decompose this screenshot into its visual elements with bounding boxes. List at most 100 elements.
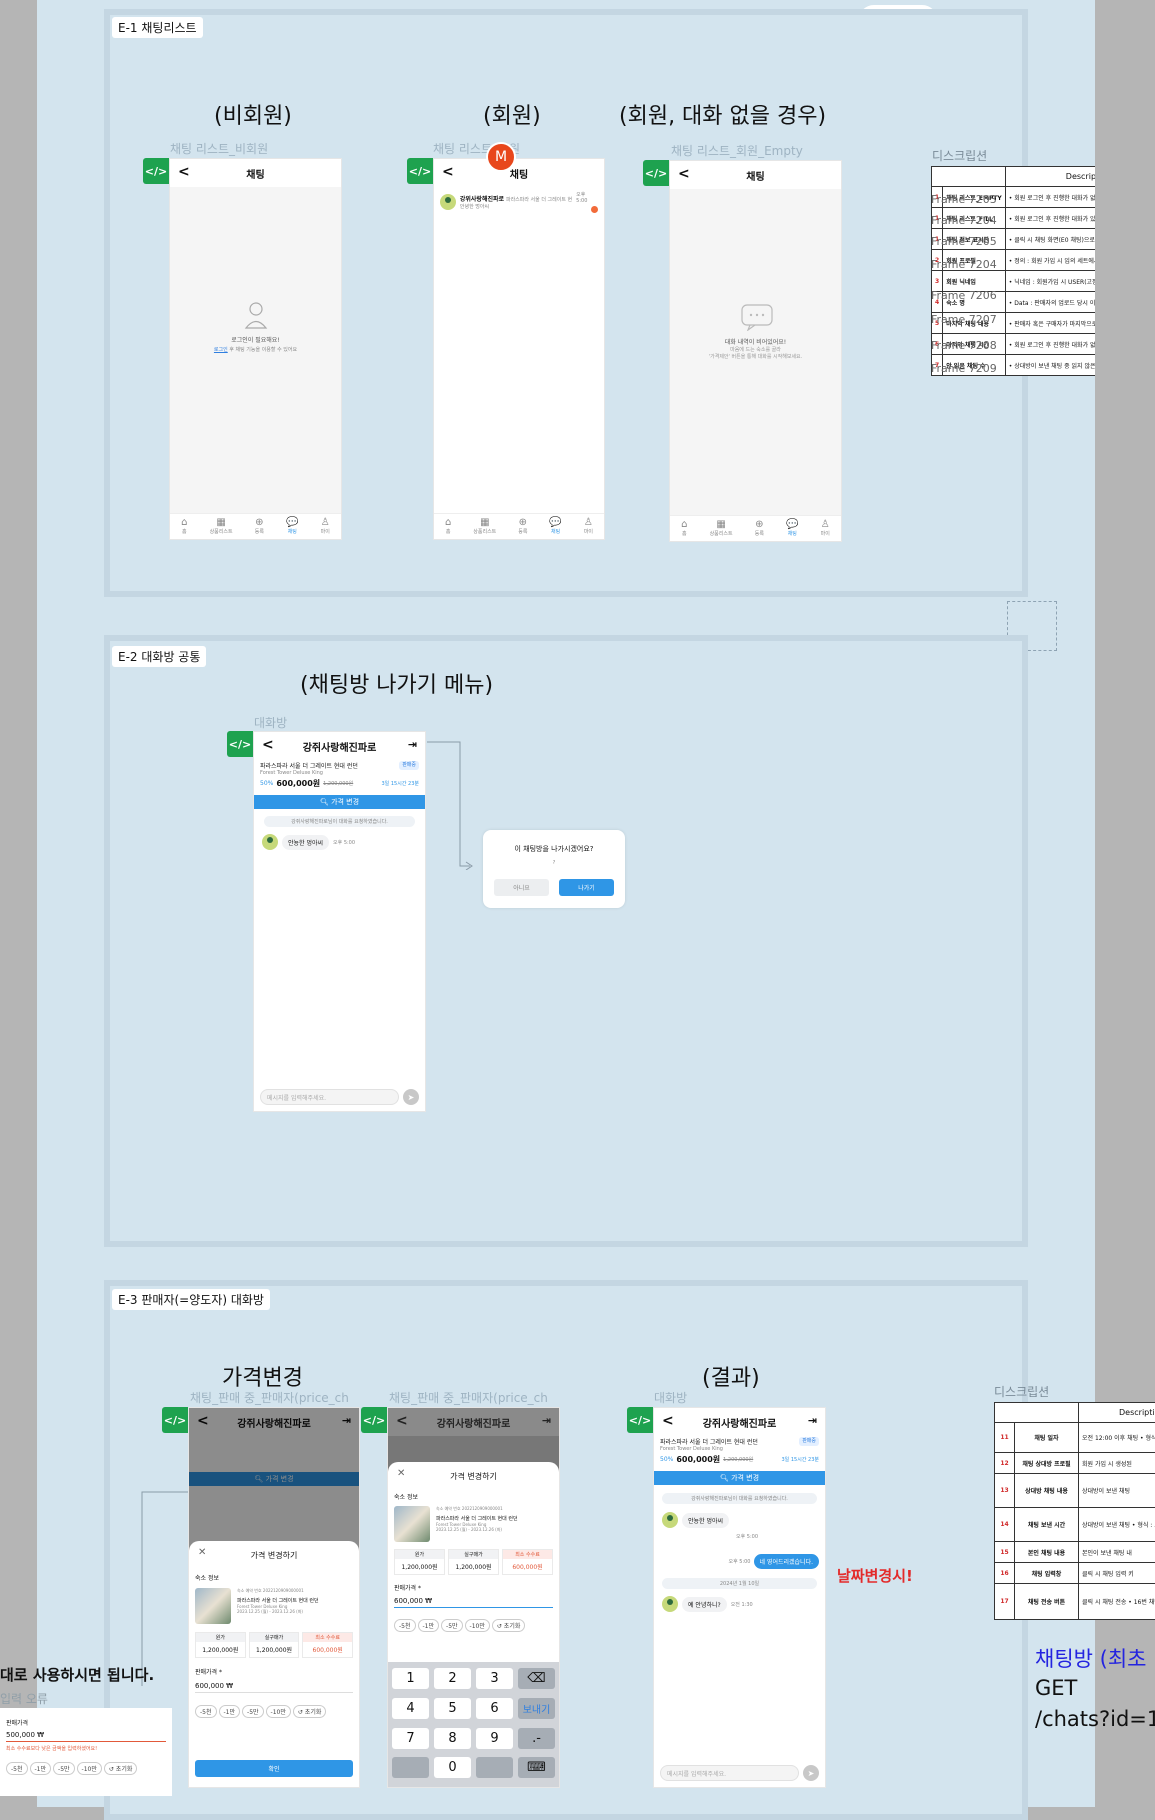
sale-price-input[interactable]: 500,000 ₩ <box>6 1731 166 1742</box>
sale-price-input[interactable]: 600,000 ₩ <box>394 1597 553 1608</box>
exit-icon[interactable]: ⇥ <box>808 1414 817 1427</box>
tab-home[interactable]: ⌂홈 <box>445 518 451 535</box>
tab-my[interactable]: ♙마이 <box>821 520 830 537</box>
desc-title: 디스크립션 <box>994 1383 1049 1400</box>
tab-my[interactable]: ♙마이 <box>321 518 330 535</box>
code-button[interactable]: </> <box>227 731 253 757</box>
tab-chat[interactable]: 💬채팅 <box>786 520 798 537</box>
api-title: 채팅방 (최초 <box>1035 1643 1146 1673</box>
key-2[interactable]: 2 <box>434 1668 471 1689</box>
chip-reset[interactable]: ↺ 초기화 <box>293 1705 327 1718</box>
key-send[interactable]: 보내기 <box>518 1698 555 1719</box>
back-arrow-icon[interactable]: < <box>442 164 454 180</box>
exit-dialog: 이 채팅방을 나가시겠어요? ? 아니요 나가기 <box>483 830 625 908</box>
frame-label: 대화방 <box>254 714 287 731</box>
key-backspace[interactable]: ⌫ <box>518 1668 555 1689</box>
tab-register[interactable]: ⊕등록 <box>755 520 764 537</box>
code-button[interactable]: </> <box>162 1407 188 1433</box>
close-icon[interactable]: ✕ <box>397 1468 405 1479</box>
back-arrow-icon[interactable]: < <box>678 166 690 182</box>
tab-products[interactable]: ▦상품리스트 <box>473 518 496 535</box>
key-3[interactable]: 3 <box>476 1668 513 1689</box>
dialog-question: 이 채팅방을 나가시겠어요? <box>483 844 625 854</box>
code-button[interactable]: </> <box>627 1407 653 1433</box>
back-arrow-icon[interactable]: < <box>662 1413 674 1429</box>
price: 600,000원 <box>276 778 320 789</box>
exit-icon[interactable]: ⇥ <box>408 738 417 751</box>
price-change-frame: <강쥐사랑해진파로⇥ 🔍︎ 가격 변경 ✕ 가격 변경하기 숙소 정보 숙소 예… <box>188 1407 360 1788</box>
api-path: /chats?id=1 <box>1035 1707 1155 1731</box>
key-0[interactable]: 0 <box>434 1757 471 1778</box>
chip-minus-10k[interactable]: -1만 <box>219 1705 241 1718</box>
chip-minus-50k[interactable]: -5만 <box>242 1705 264 1718</box>
code-button[interactable]: </> <box>643 160 669 186</box>
tab-products[interactable]: ▦상품리스트 <box>210 518 233 535</box>
key-7[interactable]: 7 <box>392 1728 429 1749</box>
user-icon: ♙ <box>584 518 593 528</box>
price-change-button[interactable]: 🔍︎ 가격 변경 <box>654 1471 825 1485</box>
empty-chat-icon <box>740 303 774 335</box>
sale-price-input[interactable]: 600,000 ₩ <box>195 1682 353 1693</box>
chip-minus-5k[interactable]: -5천 <box>195 1705 217 1718</box>
frame-name-label: Frame 7204 <box>931 258 997 271</box>
note-text: 대로 사용하시면 됩니다. <box>0 1664 154 1685</box>
message-input[interactable]: 메시지를 입력해주세요. <box>260 1089 399 1105</box>
price-chips: -5천-1만-5만-10만↺ 초기화 <box>195 1699 359 1718</box>
tab-home[interactable]: ⌂홈 <box>181 518 187 535</box>
section-tag: E-3 판매자(=양도자) 대화방 <box>112 1289 270 1310</box>
key-4[interactable]: 4 <box>392 1698 429 1719</box>
key-6[interactable]: 6 <box>476 1698 513 1719</box>
price-change-button[interactable]: 🔍︎ 가격 변경 <box>254 795 425 809</box>
chat-room-item[interactable]: 강위사랑해진파로 파라스파라 서울 더 그레이트 현 안녕한 멍아씨 오후 5:… <box>440 191 598 213</box>
back-arrow-icon[interactable]: < <box>262 737 274 753</box>
empty-title: 대화 내역이 비어있어요! <box>670 337 841 346</box>
code-button[interactable]: </> <box>143 158 169 184</box>
empty-hint: 마음에 드는 숙소를 골라 <box>670 346 841 353</box>
tab-products[interactable]: ▦상품리스트 <box>710 520 733 537</box>
key-5[interactable]: 5 <box>434 1698 471 1719</box>
tab-chat[interactable]: 💬채팅 <box>286 518 298 535</box>
page-title: 채팅 <box>746 168 764 183</box>
tab-chat[interactable]: 💬채팅 <box>549 518 561 535</box>
tab-my[interactable]: ♙마이 <box>584 518 593 535</box>
cancel-button[interactable]: 아니요 <box>494 879 549 896</box>
chip-minus-100k[interactable]: -10만 <box>266 1705 291 1718</box>
desc-header: Description <box>1005 167 1095 187</box>
frame-label: 채팅 리스트_회원_Empty <box>671 142 803 159</box>
page-title: 채팅 <box>246 166 264 181</box>
price-chips: -5천-1만-5만-10만↺ 초기화 <box>394 1613 559 1632</box>
bottom-tab-bar: ⌂홈 ▦상품리스트 ⊕등록 💬채팅 ♙마이 <box>170 513 341 539</box>
confirm-button[interactable]: 확인 <box>195 1760 353 1777</box>
comment-badge[interactable]: M <box>486 142 516 172</box>
close-icon[interactable]: ✕ <box>198 1547 206 1558</box>
tab-home[interactable]: ⌂홈 <box>681 520 687 537</box>
tab-register[interactable]: ⊕등록 <box>255 518 264 535</box>
my-message: 오후 5:00 네 영어드리겠습니다. <box>728 1554 819 1569</box>
price-keyboard-frame: <강쥐사랑해진파로⇥ ✕ 가격 변경하기 숙소 정보 숙소 예약 번호 2022… <box>387 1407 560 1788</box>
code-button[interactable]: </> <box>407 158 433 184</box>
key-1[interactable]: 1 <box>392 1668 429 1689</box>
message-input[interactable]: 메시지를 입력해주세요. <box>660 1765 799 1781</box>
code-button[interactable]: </> <box>361 1407 387 1433</box>
chat-message: 예 안녕하니? 오전 1:30 <box>662 1596 753 1612</box>
stay-dates: 2023.12.25 (월) - 2023.12.26 (화) <box>237 1609 319 1615</box>
frame-name-label: Frame 7209 <box>931 362 997 375</box>
key-9[interactable]: 9 <box>476 1728 513 1749</box>
key-dot-dash[interactable]: .- <box>518 1728 555 1749</box>
exit-confirm-button[interactable]: 나가기 <box>559 879 614 896</box>
bottom-tab-bar: ⌂홈 ▦상품리스트 ⊕등록 💬채팅 ♙마이 <box>670 515 841 541</box>
heading-guest: (비회원) <box>214 98 292 130</box>
home-icon: ⌂ <box>181 518 187 528</box>
send-button[interactable]: ➤ <box>403 1089 419 1105</box>
my-message-bubble: 네 영어드리겠습니다. <box>754 1554 820 1569</box>
send-button[interactable]: ➤ <box>803 1765 819 1781</box>
chat-list-guest-frame: <채팅 로그인이 필요해요! 로그인 후 채팅 기능을 이용할 수 있어요 ⌂홈… <box>169 158 342 540</box>
login-link[interactable]: 로그인 <box>214 347 228 353</box>
keyboard-icon[interactable]: ⌨ <box>518 1757 555 1778</box>
back-arrow-icon[interactable]: < <box>178 164 190 180</box>
key-8[interactable]: 8 <box>434 1728 471 1749</box>
message-time: 오후 5:00 <box>333 839 355 846</box>
tab-register[interactable]: ⊕등록 <box>518 518 527 535</box>
